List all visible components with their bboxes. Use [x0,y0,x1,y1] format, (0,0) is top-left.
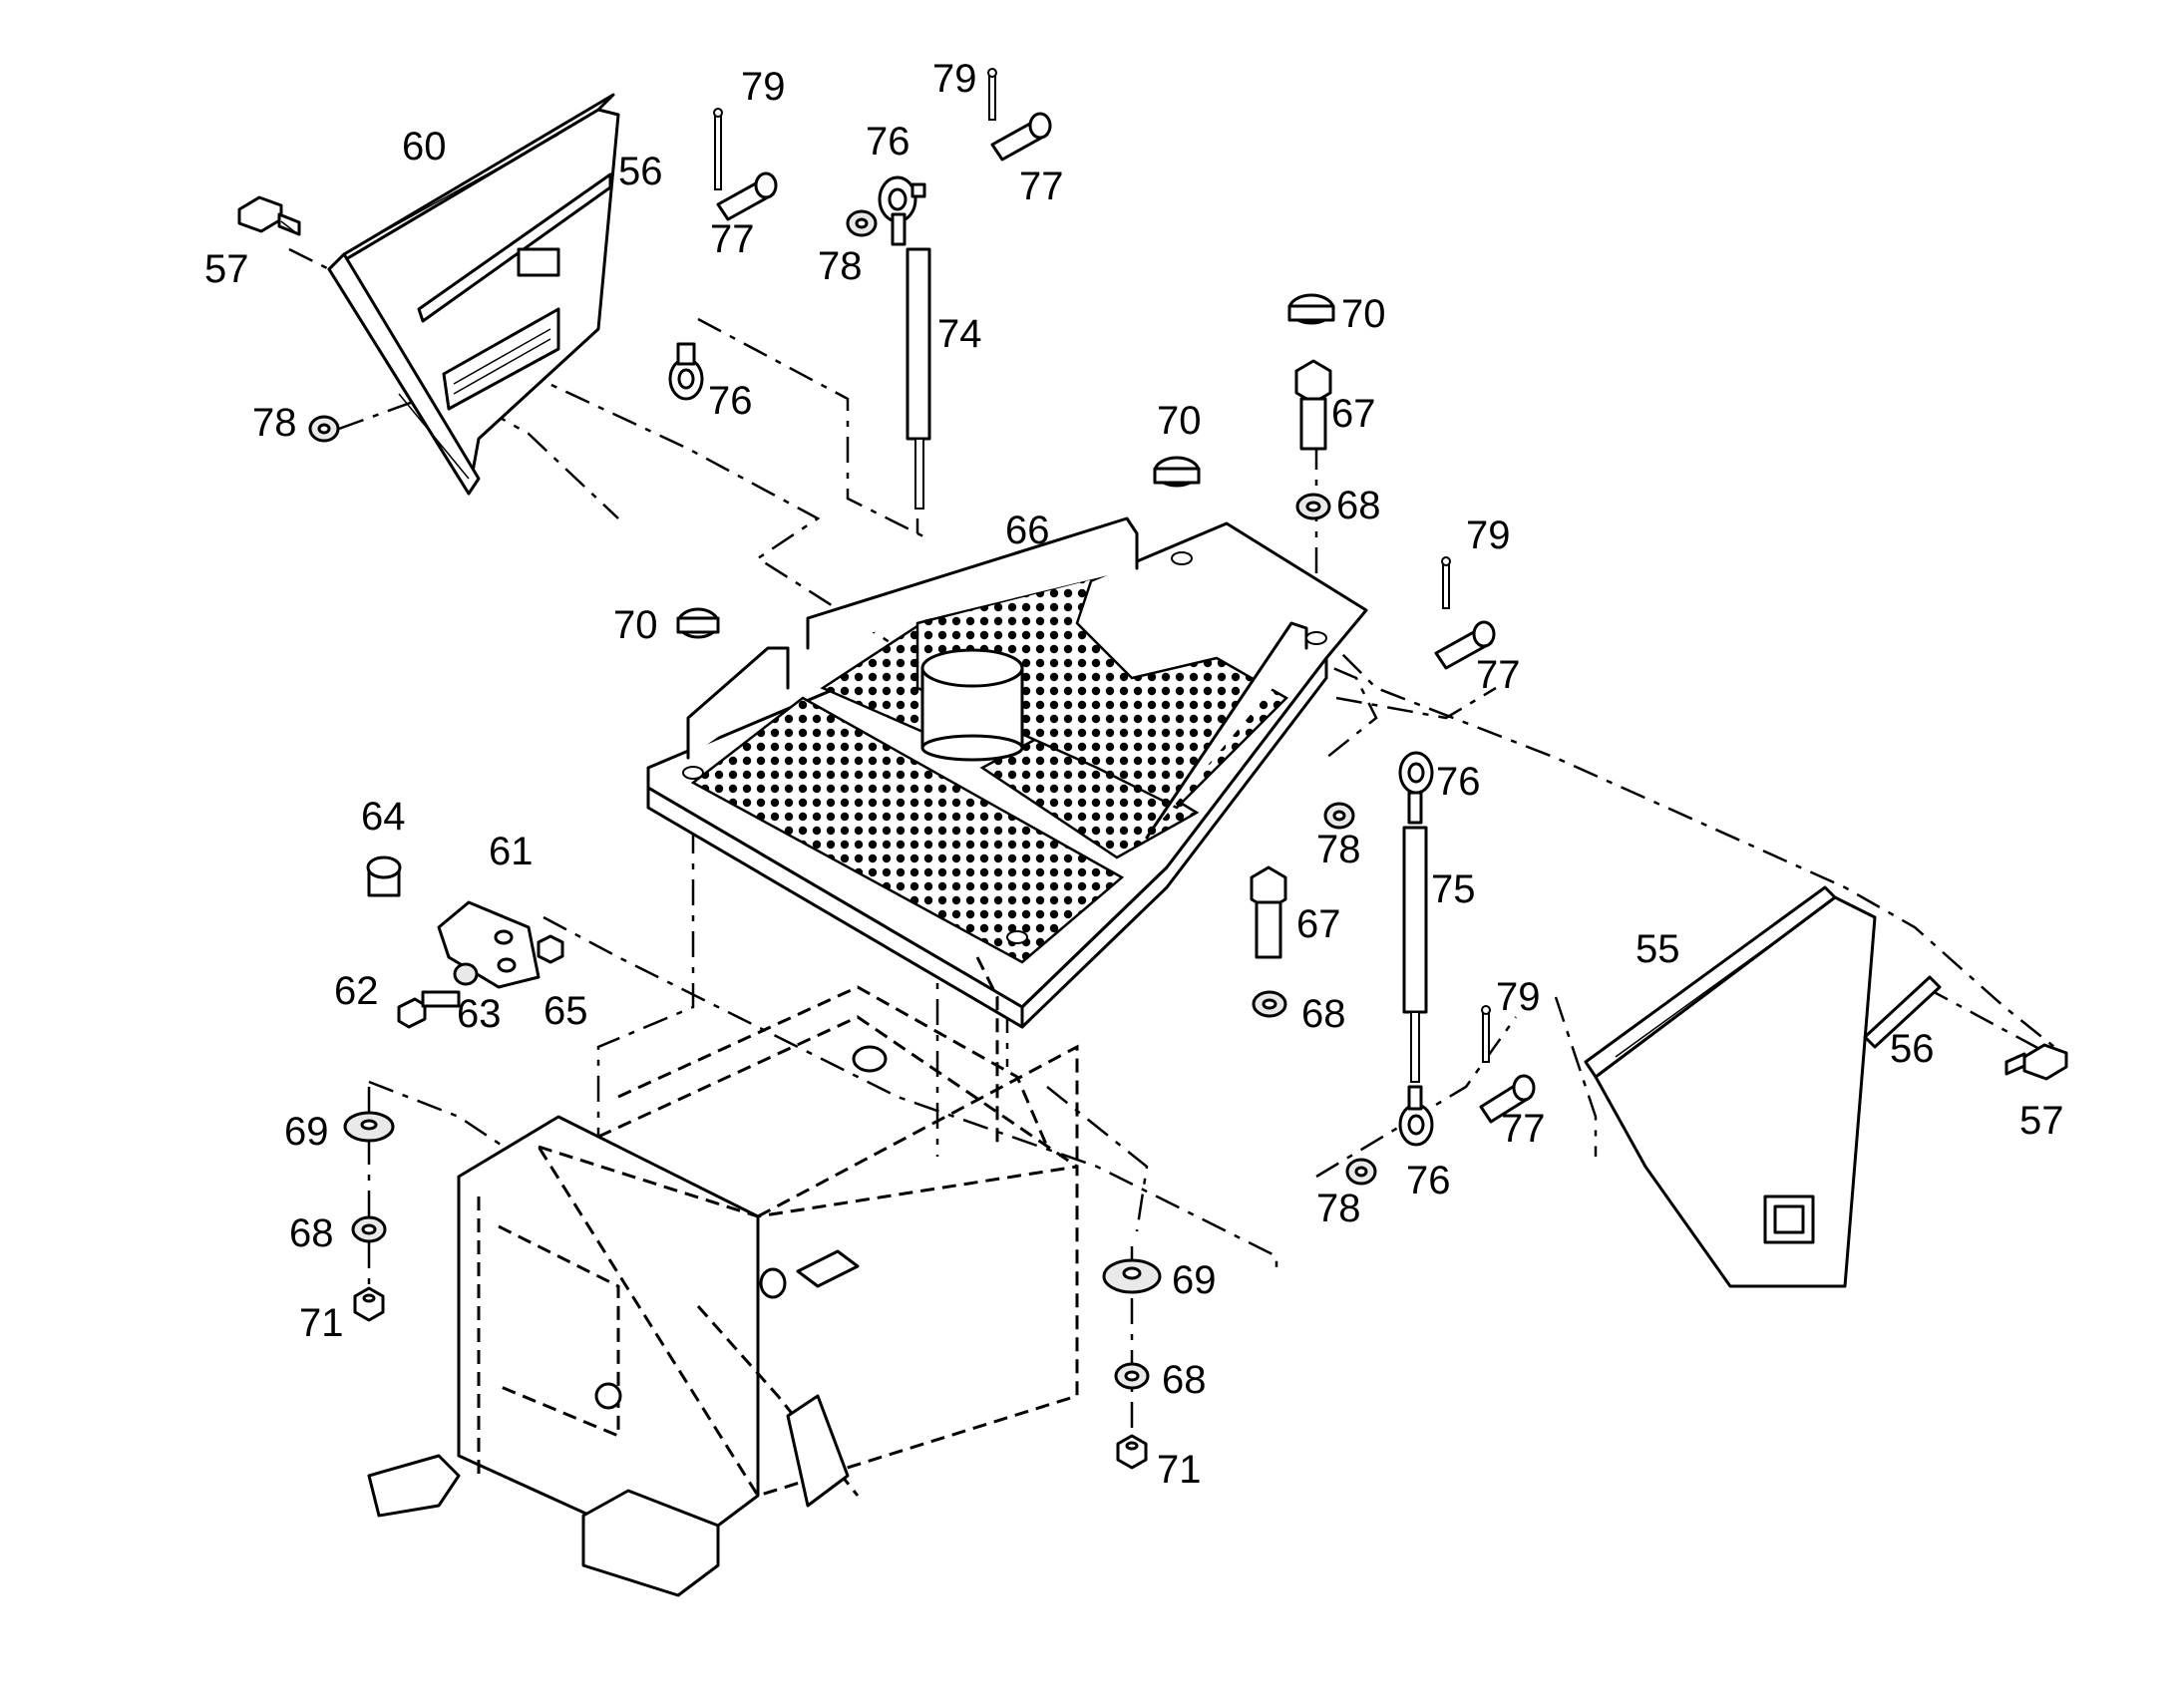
washer-68-right [1114,1362,1150,1390]
cotter-pin-79-top [987,68,997,121]
washer-78-right-upper [1323,802,1355,830]
callout-76: 76 [708,379,753,423]
callout-56: 56 [618,150,663,193]
callout-61: 61 [489,830,534,873]
callout-68: 68 [289,1211,334,1255]
gas-strut-75 [1398,751,1434,1147]
callout-70: 70 [1341,292,1386,336]
callout-71: 71 [299,1301,344,1345]
washer-78-top [846,209,878,237]
callout-78: 78 [252,401,297,445]
pin-77-top [990,112,1052,162]
callout-62: 62 [334,969,379,1013]
pin-77-top-left [716,171,778,221]
callout-77: 77 [1019,165,1064,208]
callout-68: 68 [1301,992,1346,1036]
right-side-panel [1584,885,1877,1288]
callout-76: 76 [1406,1159,1451,1202]
spacer-64 [366,855,402,897]
callout-71: 71 [1157,1448,1202,1492]
cotter-pin-79-top-left [713,108,723,190]
left-side-panel [327,93,620,496]
callout-79: 79 [1496,975,1541,1019]
hinge-strip-56-right [1863,975,1942,1049]
callout-78: 78 [1316,1187,1361,1230]
callout-70: 70 [613,603,658,647]
callout-57: 57 [204,247,249,291]
washer-69-left [343,1111,395,1143]
callout-66: 66 [1005,509,1050,552]
callout-78: 78 [818,244,863,288]
gas-strut-74 [878,175,931,510]
plug-70-center [1153,456,1201,488]
callout-56: 56 [1890,1027,1935,1071]
pin-77-right-upper [1434,620,1496,670]
cotter-pin-79-right-lower [1481,1005,1491,1063]
callout-labels: 55 56 56 57 57 60 61 62 63 64 65 66 67 6… [204,57,2064,1492]
washer-68-upper [1295,493,1331,520]
bolt-67-lower [1250,865,1287,959]
washer-63 [453,962,479,986]
callout-70: 70 [1157,399,1202,443]
callout-69: 69 [1172,1258,1217,1302]
callout-76: 76 [1436,760,1481,804]
callout-79: 79 [1466,513,1511,557]
bolt-62 [397,990,461,1029]
pin-77-right-lower [1479,1074,1536,1124]
callout-77: 77 [710,217,755,261]
bolt-67-upper [1294,359,1332,451]
callout-74: 74 [937,312,982,356]
callout-63: 63 [457,992,502,1036]
washer-78-right-lower [1345,1158,1377,1186]
nut-65 [537,934,564,964]
nut-71-right [1116,1434,1148,1470]
callout-55: 55 [1635,927,1680,971]
plug-70-right [1287,293,1335,325]
bolt-57-right [2004,1043,2068,1081]
washer-69-right [1102,1258,1162,1294]
bolt-57-left [237,195,301,236]
callout-78: 78 [1316,828,1361,871]
frame [367,956,1079,1597]
rod-end-76-left [668,342,704,401]
platform-66 [646,516,1368,1029]
callout-67: 67 [1296,902,1341,946]
callout-68: 68 [1162,1358,1207,1402]
callout-68: 68 [1336,484,1381,527]
callout-79: 79 [741,65,786,109]
callout-65: 65 [544,989,588,1033]
callout-69: 69 [284,1110,329,1154]
washer-68-mid [1252,990,1287,1018]
callout-57: 57 [2019,1099,2064,1143]
plug-70-left [676,607,720,639]
callout-67: 67 [1331,392,1376,436]
washer-68-left [351,1215,387,1243]
callout-60: 60 [402,125,447,169]
nut-71-left [353,1286,385,1322]
callout-77: 77 [1476,653,1521,697]
callout-77: 77 [1501,1107,1546,1151]
callout-76: 76 [866,120,910,164]
callout-75: 75 [1431,867,1476,911]
washer-78-left [308,415,340,443]
cotter-pin-79-right-upper [1441,556,1451,609]
callout-64: 64 [361,795,406,839]
callout-79: 79 [932,57,977,101]
